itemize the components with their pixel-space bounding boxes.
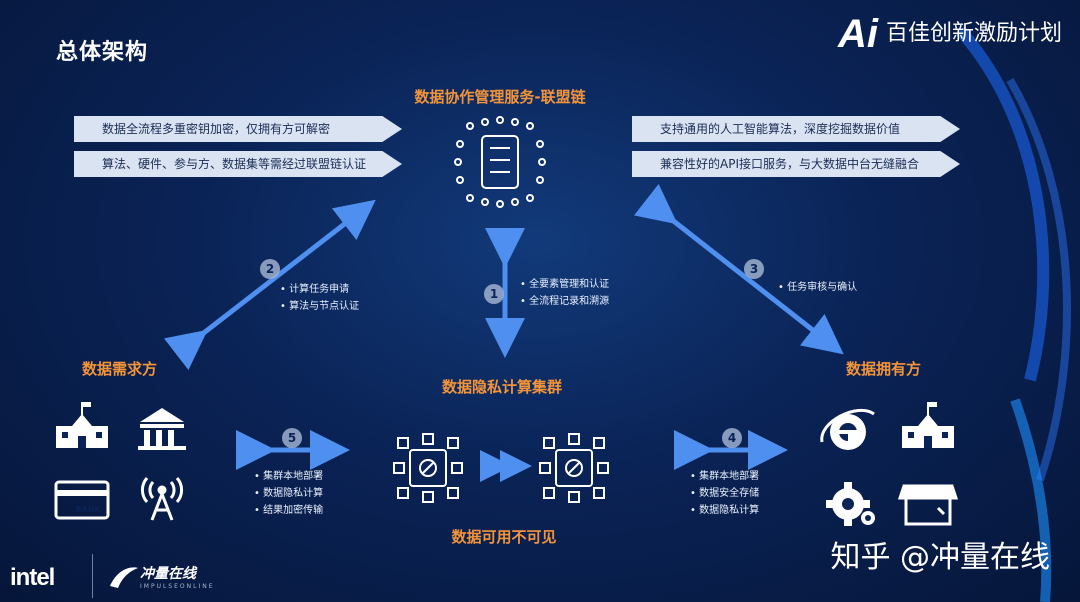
- bank-building-icon: [138, 408, 186, 450]
- bottom-slogan: 数据可用不可见: [451, 528, 557, 546]
- page-title: 总体架构: [56, 40, 149, 65]
- right-banner-1: 支持通用的人工智能算法，深度挖掘数据价值: [632, 116, 960, 142]
- step-3-bullet: 任务审核与确认: [778, 279, 857, 296]
- brand: Ai 百佳创新激励计划: [838, 14, 1062, 54]
- decor-arc: [1010, 398, 1052, 602]
- left-banner-1: 数据全流程多重密钥加密，仅拥有方可解密: [74, 116, 402, 142]
- brand-name: 百佳创新激励计划: [885, 21, 1062, 46]
- decor-arc: [1006, 77, 1072, 482]
- step-5-bullet: 数据隐私计算: [254, 485, 323, 502]
- cluster-node-icon-left: [393, 433, 463, 503]
- partner-logo: 冲量在线 IMPULSEONLINE: [110, 563, 215, 590]
- intel-logo: intel: [10, 564, 55, 591]
- step-1-bullets: 全要素管理和认证 全流程记录和溯源: [520, 276, 609, 310]
- bank-card-label: BANK: [75, 505, 101, 514]
- school-icon: [56, 402, 108, 448]
- step-5-bullet: 结果加密传输: [254, 502, 323, 519]
- left-banner-2: 算法、硬件、参与方、数据集等需经过联盟链认证: [74, 151, 402, 177]
- step-2-bullet: 计算任务申请: [280, 281, 359, 298]
- step-3-bullets: 任务审核与确认: [778, 279, 857, 296]
- gear-icon: [826, 482, 875, 526]
- step-2-bullet: 算法与节点认证: [280, 298, 359, 315]
- blockchain-icon: [454, 116, 546, 208]
- signal-tower-icon: [140, 477, 184, 521]
- watermark: 知乎 @冲量在线: [830, 540, 1050, 575]
- cluster-node-icon-right: [539, 433, 609, 503]
- step-5-bullet: 集群本地部署: [254, 468, 323, 485]
- partner-subtitle: IMPULSEONLINE: [140, 583, 215, 590]
- step-1-bullet: 全流程记录和溯源: [520, 293, 609, 310]
- step-2-bullets: 计算任务申请 算法与节点认证: [280, 281, 359, 315]
- center-top-label: 数据协作管理服务-联盟链: [414, 88, 586, 106]
- school-icon-right: [902, 402, 954, 448]
- brand-logo: Ai: [837, 12, 878, 56]
- partner-name: 冲量在线: [140, 566, 196, 582]
- step-badge-1: 1: [484, 284, 504, 304]
- right-party-label: 数据拥有方: [846, 360, 922, 378]
- partner-swoosh-icon: [110, 567, 138, 588]
- step-4-bullet: 数据安全存储: [690, 485, 759, 502]
- step-badge-4: 4: [722, 428, 742, 448]
- step-5-bullets: 集群本地部署 数据隐私计算 结果加密传输: [254, 468, 323, 519]
- browser-ie-icon: [820, 408, 875, 450]
- step-4-bullets: 集群本地部署 数据安全存储 数据隐私计算: [690, 468, 759, 519]
- step-4-bullet: 集群本地部署: [690, 468, 759, 485]
- step-badge-3: 3: [744, 259, 764, 279]
- bank-card-icon: [54, 480, 110, 520]
- step-badge-5: 5: [282, 428, 302, 448]
- arrow-3: [633, 183, 844, 355]
- cluster-label: 数据隐私计算集群: [441, 378, 562, 396]
- step-1-bullet: 全要素管理和认证: [520, 276, 609, 293]
- step-4-bullet: 数据隐私计算: [690, 502, 759, 519]
- footer-divider: [92, 554, 93, 598]
- left-party-label: 数据需求方: [82, 360, 158, 378]
- step-badge-2: 2: [260, 259, 280, 279]
- right-banner-2: 兼容性好的API接口服务，与大数据中台无缝融合: [632, 151, 960, 177]
- store-icon: [897, 484, 959, 526]
- decor-arc: [955, 26, 1050, 382]
